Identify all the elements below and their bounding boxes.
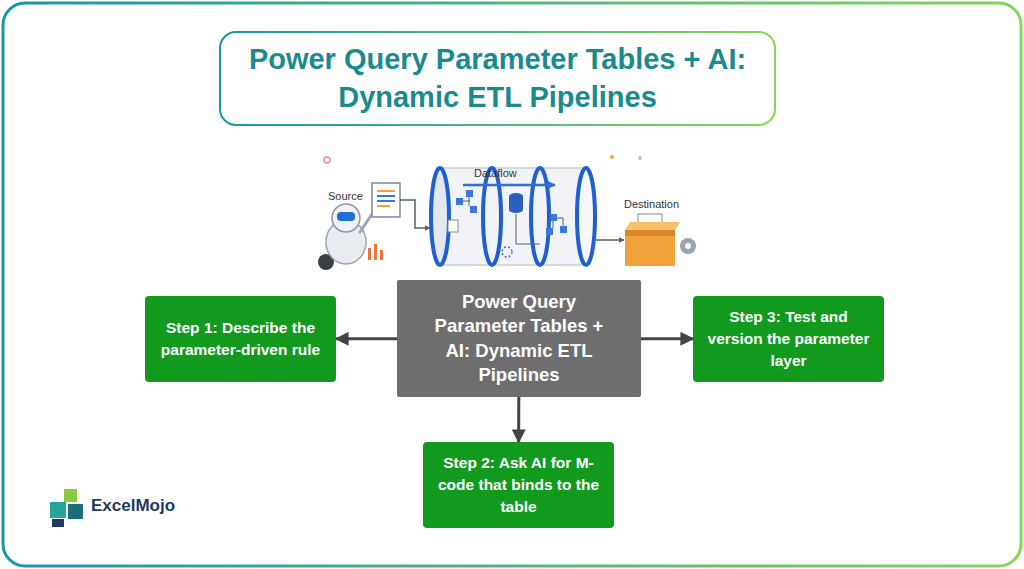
logo-tile [50, 502, 66, 518]
decor-dot [324, 157, 330, 163]
robot-visor [337, 212, 355, 221]
step-box: Step 2: Ask AI for M-code that binds to … [423, 442, 614, 528]
robot-head [332, 204, 360, 232]
pipeline-body [436, 168, 586, 265]
node-text: Step 1: Describe the parameter-driven ru… [158, 317, 323, 360]
illustration-label: Destination [624, 198, 679, 210]
bar-icon [380, 250, 383, 260]
flow-node-icon [560, 226, 567, 233]
box-rim [625, 230, 675, 236]
step-box: Step 3: Test and version the parameter l… [693, 296, 884, 382]
pipeline-ring [431, 168, 449, 265]
bar-icon [368, 248, 371, 260]
process-icon [502, 247, 512, 257]
robot-arm [360, 214, 372, 232]
flow-node-icon [546, 228, 553, 235]
flow-line [463, 197, 470, 206]
flow-line [516, 218, 563, 244]
flow-node-icon [456, 198, 463, 205]
gear-hole [685, 243, 691, 249]
logo-tile [68, 504, 83, 519]
node-text: Step 3: Test and version the parameter l… [706, 306, 871, 371]
page-title: Power Query Parameter Tables + AI: Dynam… [238, 36, 757, 121]
connector-arrow [336, 337, 397, 340]
document-line [377, 200, 395, 202]
brand-logo [50, 489, 83, 527]
flow-node-icon [470, 206, 477, 213]
illustration-label: Source [328, 190, 363, 202]
title-frame [220, 32, 775, 125]
destination-box [625, 230, 675, 266]
bar-icon [374, 244, 377, 260]
gear-icon [680, 238, 696, 254]
flow-line [400, 200, 430, 228]
pipeline-ring [483, 168, 501, 265]
pipeline-edge [436, 264, 586, 266]
decor-dot [610, 155, 614, 159]
document-icon [372, 183, 400, 217]
illustration-label: Dataflow [474, 167, 517, 179]
connector-arrow [641, 337, 693, 340]
topic-box: Power Query Parameter Tables + AI: Dynam… [397, 280, 641, 397]
database-icon [509, 207, 523, 213]
node-text: Step 2: Ask AI for M-code that binds to … [436, 452, 601, 517]
node-text: Power Query Parameter Tables + AI: Dynam… [423, 290, 615, 386]
etl-illustration [318, 155, 696, 270]
box-flap [625, 222, 680, 230]
dataflow-arrow [463, 184, 555, 187]
pipeline-ring [531, 168, 549, 265]
decor-dot [638, 156, 642, 160]
logo-tile [52, 519, 64, 527]
flow-line [516, 214, 517, 244]
document-line [377, 205, 390, 207]
document-line [377, 190, 395, 192]
flow-line [596, 239, 624, 241]
connector-arrow [517, 397, 520, 442]
page-frame [3, 3, 1021, 566]
pipeline-ring [577, 168, 595, 265]
flow-node-icon [550, 214, 557, 221]
document-icon [448, 220, 458, 232]
step-box: Step 1: Describe the parameter-driven ru… [145, 296, 336, 382]
brand-name: ExcelMojo [91, 496, 175, 516]
document-line [377, 195, 395, 197]
logo-tile [64, 489, 77, 502]
flow-node-icon [466, 190, 473, 197]
